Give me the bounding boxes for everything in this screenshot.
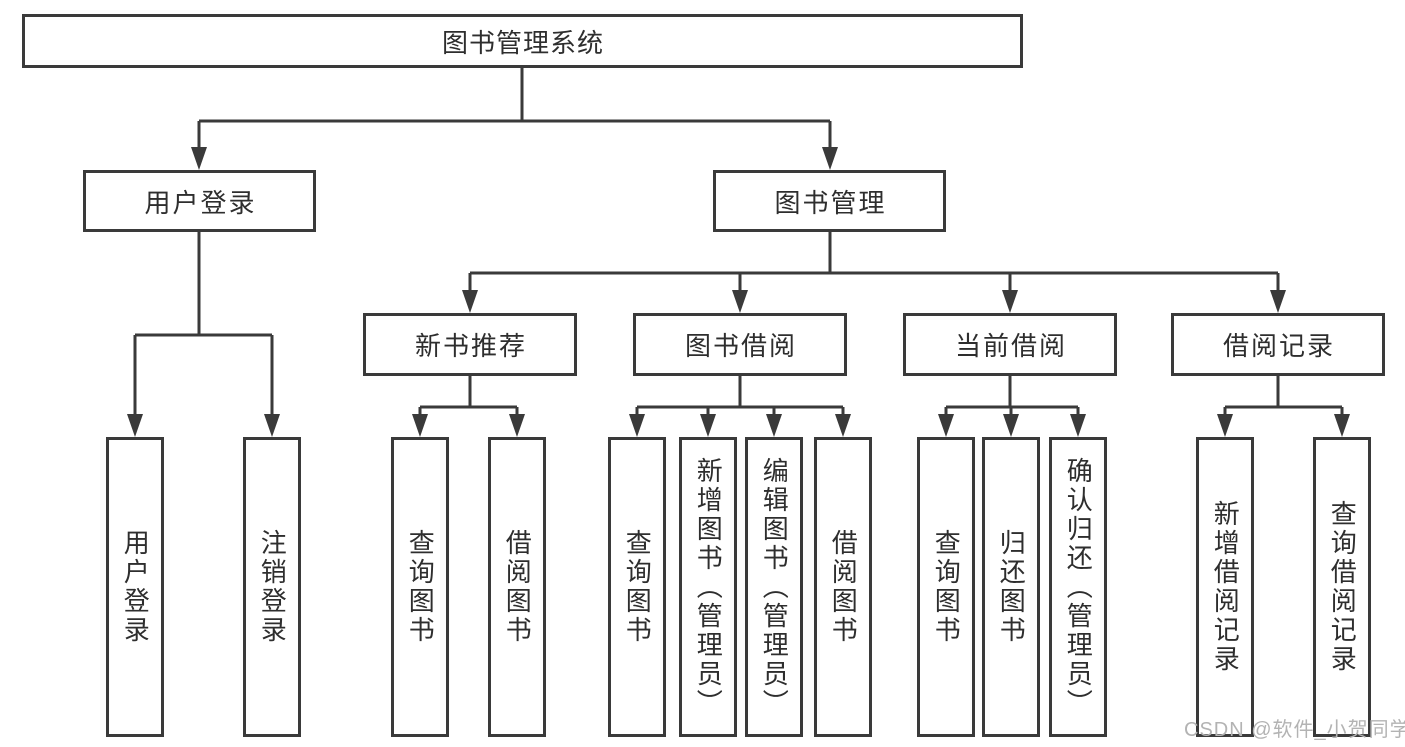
leaf-label: 借阅图书	[502, 529, 533, 645]
node-label: 当前借阅	[954, 331, 1067, 361]
leaf-query-books-current: 查询图书	[917, 437, 975, 737]
leaf-label: 注销登录	[257, 529, 288, 645]
leaf-query-books-recommend: 查询图书	[391, 437, 449, 737]
node-book-borrowing: 图书借阅	[633, 313, 847, 376]
leaf-borrow-books-recommend: 借阅图书	[488, 437, 546, 737]
leaf-add-books-admin: 新增图书（管理员）	[679, 437, 737, 737]
leaf-query-books-borrow: 查询图书	[608, 437, 666, 737]
leaf-confirm-return-admin: 确认归还（管理员）	[1049, 437, 1107, 737]
leaf-return-books: 归还图书	[982, 437, 1040, 737]
leaf-label: 归还图书	[996, 529, 1027, 645]
leaf-user-login: 用户登录	[106, 437, 164, 737]
node-label: 新书推荐	[414, 331, 527, 361]
leaf-label: 查询借阅记录	[1327, 500, 1358, 674]
leaf-label: 查询图书	[405, 529, 436, 645]
leaf-label: 新增借阅记录	[1210, 500, 1241, 674]
leaf-label: 查询图书	[931, 529, 962, 645]
node-user-login: 用户登录	[83, 170, 316, 232]
csdn-watermark: CSDN @软件_小贺同学	[1184, 719, 1405, 741]
node-borrowing-records: 借阅记录	[1171, 313, 1385, 376]
node-label: 图书管理系统	[441, 27, 604, 58]
leaf-label: 编辑图书（管理员）	[759, 456, 790, 718]
node-current-borrowing: 当前借阅	[903, 313, 1117, 376]
leaf-logout: 注销登录	[243, 437, 301, 737]
leaf-label: 用户登录	[120, 529, 151, 645]
leaf-edit-books-admin: 编辑图书（管理员）	[745, 437, 803, 737]
node-label: 图书借阅	[684, 331, 797, 361]
leaf-add-borrow-record: 新增借阅记录	[1196, 437, 1254, 737]
node-label: 用户登录	[144, 187, 257, 218]
node-label: 图书管理	[774, 187, 887, 218]
node-new-book-recommendation: 新书推荐	[363, 313, 577, 376]
leaf-label: 确认归还（管理员）	[1063, 456, 1094, 718]
leaf-label: 新增图书（管理员）	[693, 456, 724, 718]
node-book-management: 图书管理	[713, 170, 946, 232]
leaf-query-borrow-record: 查询借阅记录	[1313, 437, 1371, 737]
node-label: 借阅记录	[1222, 331, 1335, 361]
node-library-management-system: 图书管理系统	[22, 14, 1023, 68]
leaf-label: 借阅图书	[828, 529, 859, 645]
leaf-borrow-books: 借阅图书	[814, 437, 872, 737]
leaf-label: 查询图书	[622, 529, 653, 645]
